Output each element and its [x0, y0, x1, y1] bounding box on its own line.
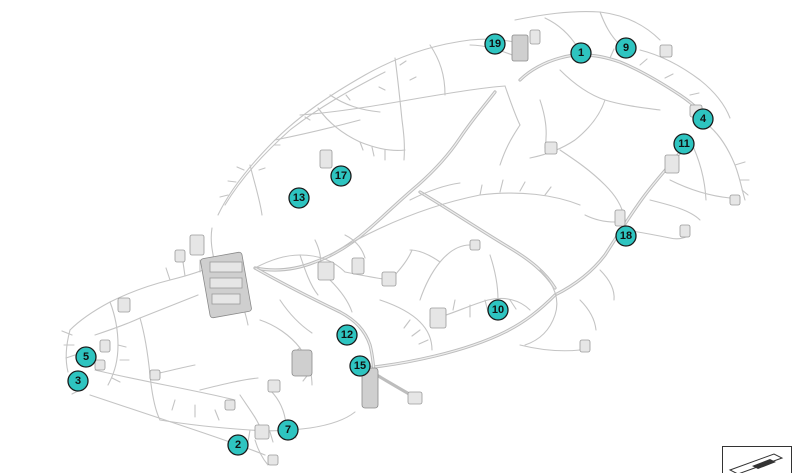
callout-marker [487, 299, 509, 321]
callout-label: 4 [700, 113, 707, 125]
callout-label: 3 [75, 375, 81, 387]
callout-11[interactable]: 11 [673, 133, 695, 155]
callout-10[interactable]: 10 [487, 299, 509, 321]
connectors [94, 29, 741, 466]
cross-member-harness [329, 179, 581, 256]
callout-label: 10 [492, 304, 504, 316]
front-harness [61, 259, 356, 466]
callout-marker [75, 346, 97, 368]
callout-marker [277, 419, 299, 441]
callout-18[interactable]: 18 [615, 225, 637, 247]
callout-marker [227, 434, 249, 456]
callout-marker [67, 370, 89, 392]
callout-label: 12 [341, 329, 353, 341]
callout-marker [288, 187, 310, 209]
callout-label: 15 [354, 360, 366, 372]
callout-9[interactable]: 9 [615, 37, 637, 59]
callout-3[interactable]: 3 [67, 370, 89, 392]
callout-marker [570, 42, 592, 64]
callout-marker [330, 165, 352, 187]
callout-1[interactable]: 1 [570, 42, 592, 64]
callout-label: 1 [578, 47, 584, 59]
callout-label: 11 [678, 138, 690, 150]
callout-marker [615, 37, 637, 59]
callout-label: 7 [285, 424, 291, 436]
callout-marker [336, 324, 358, 346]
callout-marker [349, 355, 371, 377]
callout-label: 17 [335, 170, 347, 182]
callout-label: 5 [83, 351, 89, 363]
callout-4[interactable]: 4 [692, 108, 714, 130]
right-sill-harness [409, 244, 615, 352]
callout-19[interactable]: 19 [484, 33, 506, 55]
callout-label: 18 [620, 230, 632, 242]
callout-7[interactable]: 7 [277, 419, 299, 441]
document-reference-icon[interactable] [722, 446, 792, 473]
callout-marker [692, 108, 714, 130]
callout-marker [484, 33, 506, 55]
callout-2[interactable]: 2 [227, 434, 249, 456]
callout-label: 9 [623, 42, 629, 54]
rear-harness [469, 11, 750, 240]
callout-12[interactable]: 12 [336, 324, 358, 346]
callout-17[interactable]: 17 [330, 165, 352, 187]
callouts: 19 1 9 4 11 17 13 18 [67, 33, 714, 456]
callout-13[interactable]: 13 [288, 187, 310, 209]
callout-label: 2 [235, 439, 241, 451]
callout-15[interactable]: 15 [349, 355, 371, 377]
roof-harness [217, 38, 526, 216]
callout-marker [673, 133, 695, 155]
callout-5[interactable]: 5 [75, 346, 97, 368]
callout-label: 19 [489, 38, 501, 50]
callout-label: 13 [293, 192, 305, 204]
callout-marker [615, 225, 637, 247]
